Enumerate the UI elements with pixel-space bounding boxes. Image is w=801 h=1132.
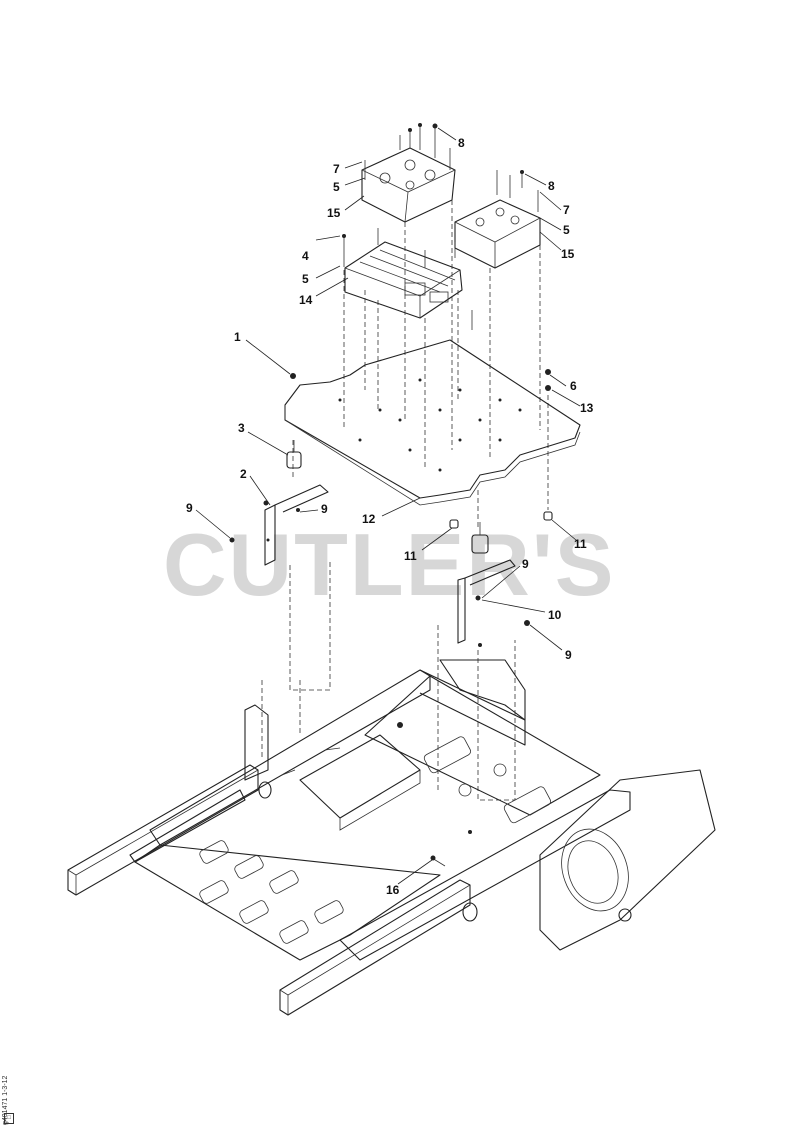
callout-5a: 5 [302, 272, 309, 286]
mount-plate [284, 339, 581, 506]
callout-16: 16 [386, 883, 400, 897]
controller-left [344, 241, 463, 319]
callout-8a: 8 [458, 136, 465, 150]
callout-7a: 7 [333, 162, 340, 176]
logo-icon: □ [4, 1113, 14, 1124]
callout-12: 12 [362, 512, 376, 526]
callout-15b: 15 [561, 247, 575, 261]
callout-2: 2 [240, 467, 247, 481]
callout-9c: 9 [522, 557, 529, 571]
bracket-right [457, 559, 530, 647]
callout-9d: 9 [565, 648, 572, 662]
callouts: 1 2 3 4 5 5 5 6 7 7 8 8 9 9 9 9 10 11 11… [186, 136, 594, 897]
callout-10: 10 [548, 608, 562, 622]
callout-15a: 15 [327, 206, 341, 220]
callout-6: 6 [570, 379, 577, 393]
cover-left [361, 147, 456, 223]
watermark: CUTLER'S [163, 515, 615, 614]
bracket-left [229, 484, 329, 566]
isolators [286, 440, 553, 554]
callout-4: 4 [302, 249, 309, 263]
callout-1: 1 [234, 330, 241, 344]
callout-9b: 9 [321, 502, 328, 516]
callout-5c: 5 [563, 223, 570, 237]
callout-13: 13 [580, 401, 594, 415]
callout-11b: 11 [574, 537, 587, 551]
callout-5b: 5 [333, 180, 340, 194]
callout-9a: 9 [186, 501, 193, 515]
callout-14: 14 [299, 293, 313, 307]
callout-8b: 8 [548, 179, 555, 193]
controller-right [454, 199, 541, 269]
callout-3: 3 [238, 421, 245, 435]
callout-11a: 11 [404, 549, 417, 563]
leader-lines [195, 127, 581, 885]
assembly-lines [292, 200, 549, 530]
screws [290, 123, 551, 391]
frame-alignment [261, 560, 516, 801]
main-frame [67, 659, 716, 1016]
callout-7b: 7 [563, 203, 570, 217]
